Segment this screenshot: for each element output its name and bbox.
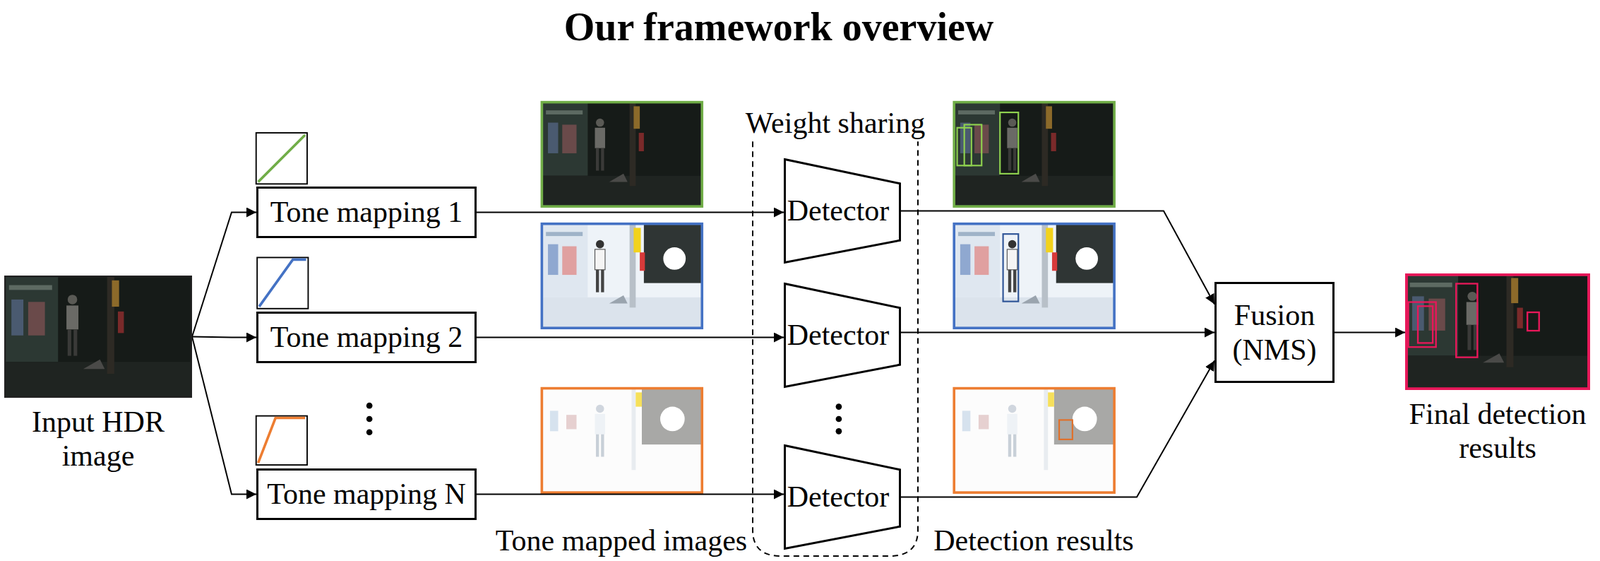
node-text: Input HDR image	[4, 404, 193, 474]
node-text: Tone mapping 1	[270, 194, 463, 229]
connector	[900, 331, 1215, 334]
trapezoid-shape	[785, 445, 901, 549]
node-text: Tone mapping N	[266, 476, 467, 511]
section-label: Detection results	[930, 523, 1137, 557]
node-text: Tone mapping 2	[270, 319, 463, 354]
weight-sharing-group: Weight sharingDetectorDetectorDetector	[741, 105, 930, 558]
connector	[476, 211, 784, 214]
connector	[900, 211, 1215, 305]
image-node: Input HDR image	[4, 275, 193, 474]
detector-trapezoid: Detector	[783, 158, 901, 264]
connector	[1334, 331, 1406, 334]
connector	[900, 360, 1215, 498]
trapezoid-shape	[785, 283, 901, 387]
connector	[192, 336, 257, 495]
node-text: Final detection results	[1405, 396, 1591, 466]
node-text: Fusion (NMS)	[1223, 297, 1326, 367]
detector-trapezoid: Detector	[783, 444, 901, 550]
final-image	[1405, 273, 1591, 390]
process-box: Fusion (NMS)	[1214, 281, 1335, 383]
node-text: Detector	[787, 193, 890, 228]
connector	[192, 212, 257, 337]
process-box: Tone mapping N	[256, 468, 477, 520]
diagram-title: Our framework overview	[0, 4, 1558, 50]
detector-trapezoid: Detector	[783, 282, 901, 388]
connector	[476, 336, 784, 339]
process-box: Tone mapping 1	[256, 186, 477, 238]
node-text: Detector	[787, 317, 890, 352]
group-heading: Weight sharing	[741, 105, 930, 140]
dashed-border	[752, 141, 918, 556]
section-label: Tone mapped images	[492, 523, 750, 557]
node-text: Detector	[787, 479, 890, 514]
image-node: Final detection results	[1405, 273, 1591, 466]
process-box: Tone mapping 2	[256, 311, 477, 363]
trapezoid-shape	[785, 159, 901, 263]
connector	[476, 493, 784, 495]
hdr-image	[4, 275, 193, 398]
connector	[192, 336, 257, 338]
